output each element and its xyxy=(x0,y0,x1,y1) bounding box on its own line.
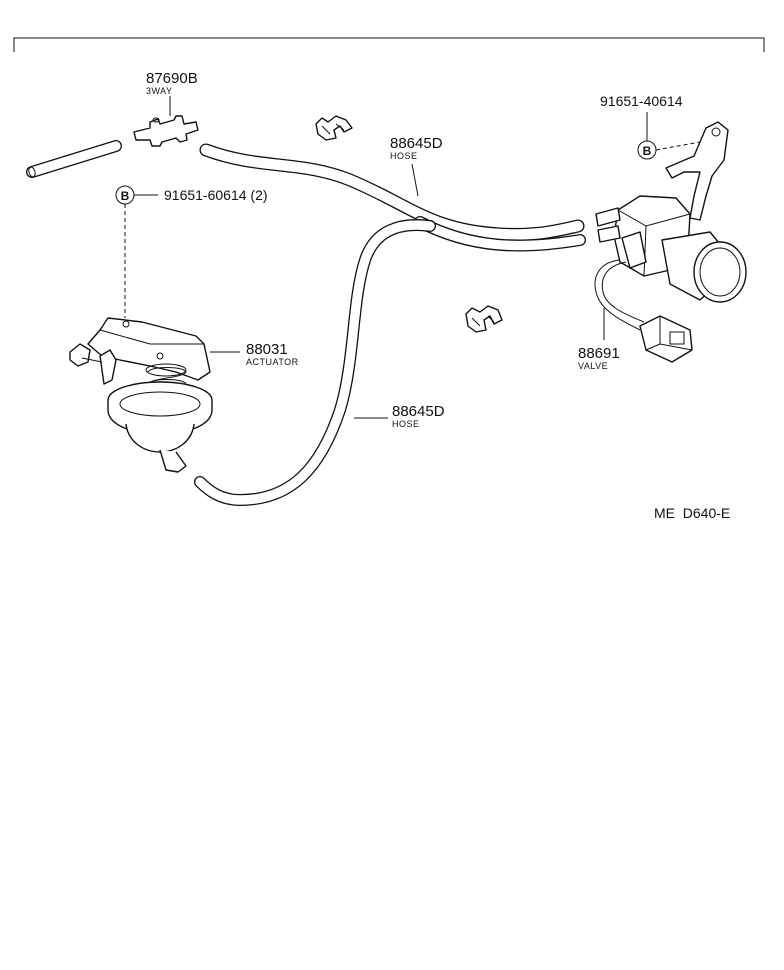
upper-hose xyxy=(199,143,586,252)
upper-hose-part-name: HOSE xyxy=(390,151,418,161)
loose-hose xyxy=(26,140,122,178)
diagram-code: ME D640-E xyxy=(654,505,730,521)
bolt-b-icon-valve: B xyxy=(637,112,657,160)
leader-upper-hose xyxy=(411,163,419,197)
bolt-b-symbol-valve: B xyxy=(643,144,652,158)
frame-bracket xyxy=(13,37,765,52)
valve-part-number: 88691 xyxy=(578,345,620,362)
hose-clip-middle xyxy=(465,305,503,333)
vsv-valve xyxy=(594,121,747,363)
bolt-b-symbol-actuator: B xyxy=(121,189,130,203)
bolt-b-icon-actuator: B xyxy=(115,185,158,205)
lower-hose xyxy=(194,219,436,507)
actuator-part-name: ACTUATOR xyxy=(246,357,299,367)
bolt-actuator-part-number: 91651-60614 (2) xyxy=(164,187,268,203)
lower-hose-part-name: HOSE xyxy=(392,419,420,429)
three-way-connector xyxy=(133,96,199,147)
lower-hose-part-number: 88645D xyxy=(392,403,445,420)
bolt-dash-valve xyxy=(655,141,701,151)
three-way-part-number: 87690B xyxy=(146,70,198,87)
three-way-part-name: 3WAY xyxy=(146,86,173,96)
upper-hose-part-number: 88645D xyxy=(390,135,443,152)
bolt-valve-part-number: 91651-40614 xyxy=(600,93,683,109)
actuator xyxy=(69,317,213,473)
valve-part-name: VALVE xyxy=(578,361,608,371)
actuator-part-number: 88031 xyxy=(246,341,288,358)
hose-clip-upper xyxy=(315,115,353,141)
